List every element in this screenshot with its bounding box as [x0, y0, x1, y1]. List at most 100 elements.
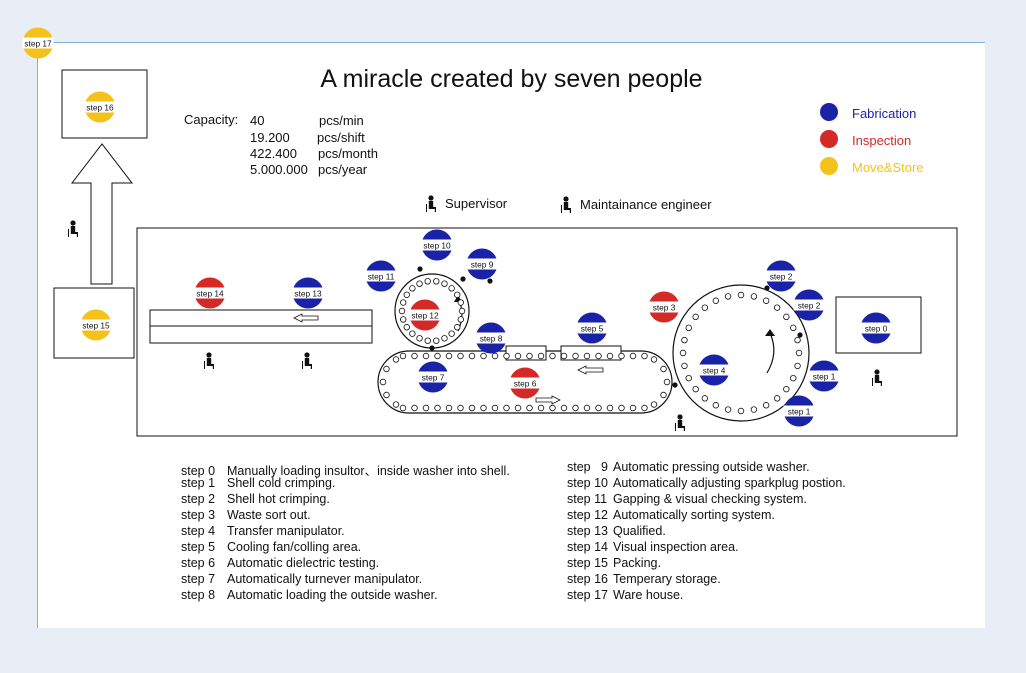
left-arrow-icon	[577, 365, 604, 375]
step-station: step 16	[84, 91, 116, 123]
conveyor-roller	[650, 356, 658, 363]
conveyor-roller	[457, 352, 464, 360]
operator-icon	[675, 414, 685, 431]
conveyor-roller	[790, 374, 797, 382]
step-station: step 7	[417, 361, 449, 393]
capacity-unit: pcs/shift	[317, 130, 365, 145]
step-station: step 14	[194, 277, 226, 309]
conveyor-roller	[422, 352, 430, 360]
conveyor-roller	[618, 404, 625, 412]
conveyor-roller	[400, 299, 407, 306]
capacity-unit: pcs/month	[318, 146, 378, 161]
capacity-value: 19.200	[250, 130, 290, 145]
conveyor-roller	[618, 352, 625, 360]
conveyor-roller	[399, 352, 407, 360]
step-station-label: step 12	[411, 310, 439, 320]
transfer-point	[417, 266, 423, 272]
step-station-label: step 1	[813, 371, 836, 381]
conveyor-roller	[701, 395, 709, 402]
conveyor-roller	[712, 297, 720, 304]
operator-icon	[68, 220, 78, 237]
conveyor-roller	[409, 285, 416, 292]
conveyor-roller	[411, 404, 418, 412]
conveyor-roller	[399, 404, 407, 412]
conveyor-roller	[750, 293, 758, 300]
capacity-value: 422.400	[250, 146, 297, 161]
right-arrow-icon	[535, 395, 561, 405]
step-station-label: step 7	[422, 372, 445, 382]
step-station-label: step 6	[514, 378, 537, 388]
conveyor-roller	[424, 278, 431, 285]
conveyor-roller	[448, 285, 455, 292]
step-station: step 1	[808, 360, 840, 392]
conveyor-roller	[762, 402, 770, 409]
conveyor-roller	[526, 352, 533, 360]
conveyor-roller	[441, 335, 448, 342]
conveyor-roller	[537, 352, 545, 360]
transfer-point	[460, 276, 466, 282]
conveyor-roller	[692, 385, 699, 393]
step-station-label: step 0	[865, 323, 888, 333]
conveyor-roller	[416, 280, 423, 287]
step-station: step 10	[421, 229, 453, 261]
conveyor-roller	[572, 404, 579, 412]
conveyor-roller	[773, 395, 781, 402]
conveyor-roller	[783, 385, 790, 393]
legend-label-inspection: Inspection	[852, 133, 912, 148]
conveyor-roller	[448, 330, 455, 337]
legend-swatch-inspection	[820, 130, 838, 148]
conveyor-roller	[795, 349, 803, 357]
conveyor-roller	[724, 293, 732, 300]
operator-icon	[204, 352, 214, 369]
conveyor-roller	[583, 404, 591, 412]
conveyor-roller	[409, 330, 416, 337]
capacity-unit: pcs/min	[319, 113, 364, 128]
conveyor-roller	[685, 374, 692, 382]
conveyor-roller	[663, 378, 671, 386]
conveyor-roller	[434, 352, 441, 360]
conveyor-roller	[762, 297, 770, 304]
conveyor-roller	[681, 336, 688, 344]
conveyor-roller	[457, 299, 464, 306]
conveyor-roller	[379, 378, 387, 386]
conveyor-roller	[737, 407, 745, 415]
conveyor-roller	[514, 352, 522, 360]
conveyor-roller	[679, 349, 687, 357]
supervisor-label: Supervisor	[445, 196, 508, 211]
conveyor-roller	[422, 404, 430, 412]
step-station-label: step 3	[653, 302, 676, 312]
capacity-value: 40	[250, 113, 265, 128]
conveyor-roller	[398, 307, 406, 315]
legend-label-fabrication: Fabrication	[852, 106, 917, 121]
conveyor-roller	[383, 391, 390, 399]
conveyor-roller	[572, 352, 579, 360]
transfer-point	[797, 332, 803, 338]
conveyor-roller	[424, 337, 431, 344]
step-station-label: step 14	[196, 288, 224, 298]
conveyor-roller	[790, 324, 797, 332]
conveyor-roller	[392, 401, 400, 408]
conveyor-roller	[433, 337, 440, 344]
capacity-unit: pcs/year	[318, 162, 368, 177]
step-station: step 1	[783, 395, 815, 427]
step-station-label: step 4	[703, 365, 726, 375]
conveyor-roller	[783, 313, 790, 321]
conveyor-roller	[457, 316, 464, 323]
conveyor-roller	[724, 406, 732, 413]
step-station: step 15	[80, 309, 112, 341]
conveyor-roller	[491, 404, 499, 412]
conveyor-roller	[712, 402, 720, 409]
conveyor-roller	[629, 352, 637, 360]
transfer-point	[429, 345, 435, 351]
conveyor-roller	[595, 404, 602, 412]
conveyor-roller	[454, 324, 461, 331]
